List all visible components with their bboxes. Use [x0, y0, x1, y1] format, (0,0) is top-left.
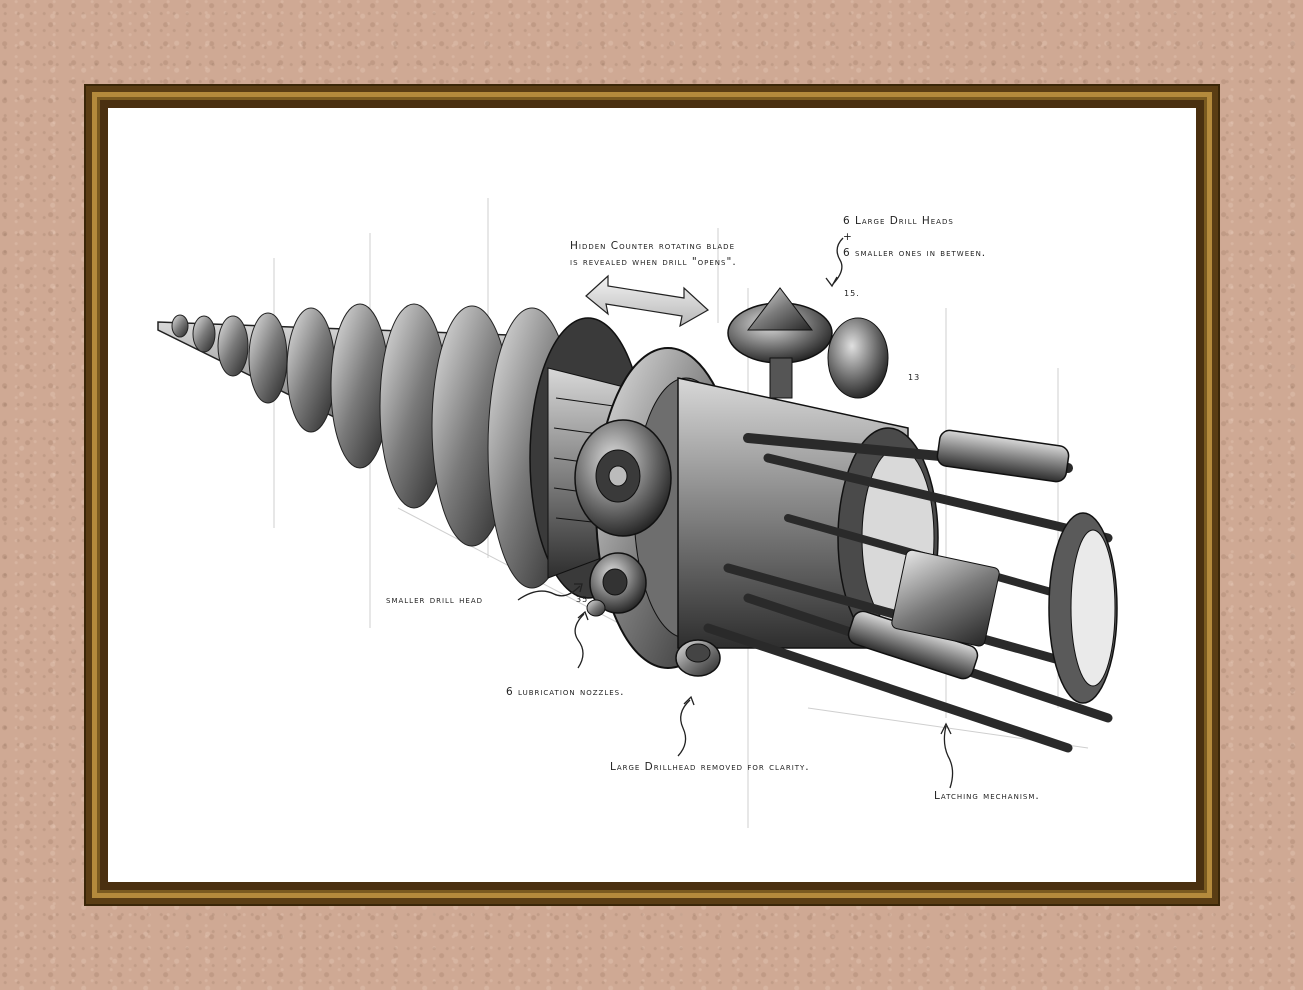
auger-cone — [157, 303, 590, 589]
note-hidden-blade: Hidden Counter rotating blade is reveale… — [570, 240, 737, 268]
smaller-drill-head — [589, 552, 647, 614]
note-smaller-drill-head: smaller drill head — [386, 594, 484, 606]
sheet-number-2: 13 — [908, 373, 921, 382]
sketch-paper: Hidden Counter rotating blade is reveale… — [108, 108, 1196, 882]
note-drill-heads: 6 Large Drill Heads + 6 smaller ones in … — [843, 215, 987, 259]
drill-machine-illustration — [157, 198, 1118, 828]
side-drill-head — [574, 419, 672, 537]
lubrication-nozzle — [586, 599, 721, 677]
sheet-number-3: 35 — [576, 595, 589, 604]
note-latching-mechanism: Latching mechanism. — [934, 790, 1040, 802]
sheet-number-1: 15. — [844, 289, 860, 298]
note-lubrication-nozzles: 6 lubrication nozzles. — [506, 686, 625, 698]
note-large-drillhead-removed: Large Drillhead removed for clarity. — [610, 761, 810, 773]
annotation-leaders — [517, 237, 954, 789]
rear-ring-latch — [891, 512, 1118, 704]
blade-motion-arrow — [585, 274, 710, 328]
large-drill-head — [727, 287, 889, 399]
